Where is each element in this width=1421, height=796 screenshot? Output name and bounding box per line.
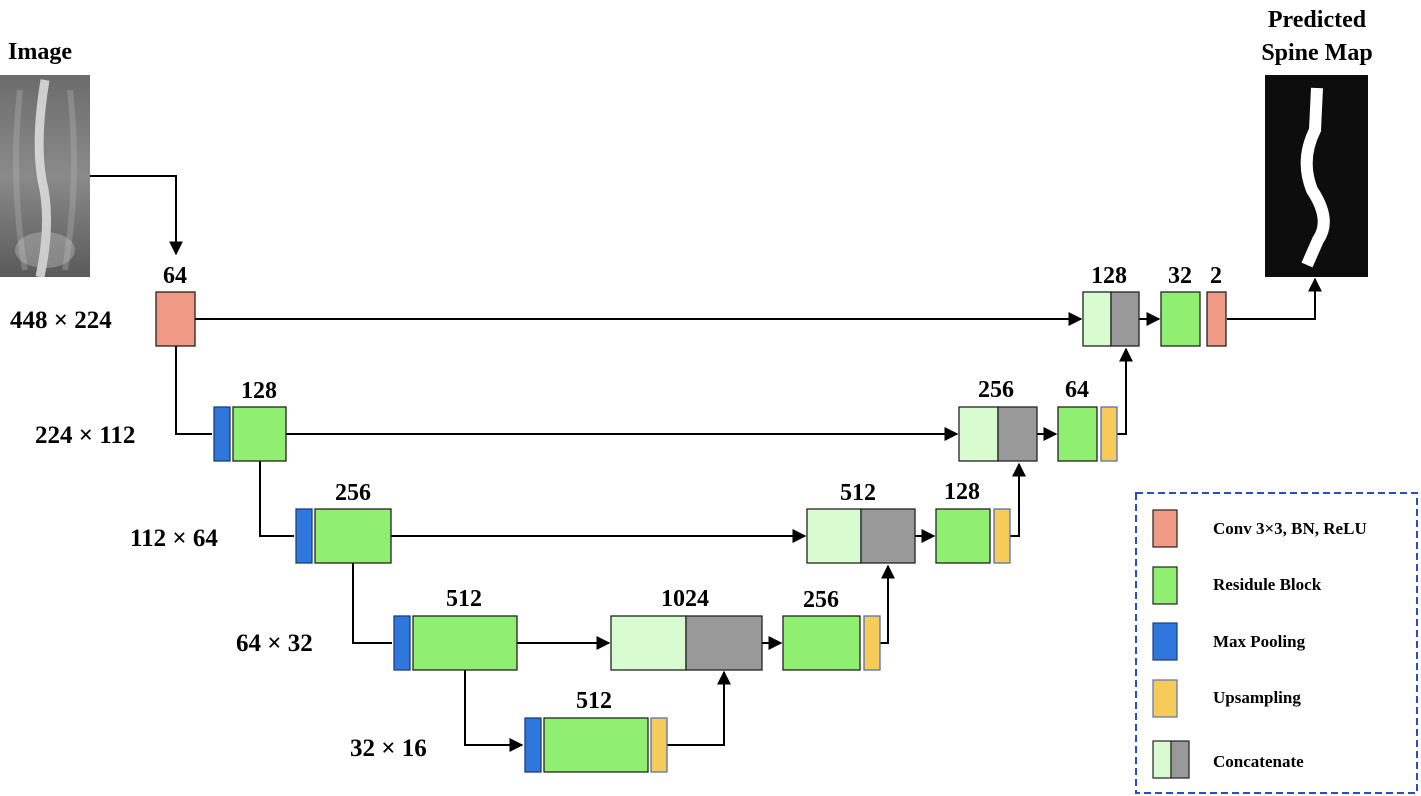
channel-label-cat1: 256 [978,377,1014,403]
legend-label-residual: Residule Block [1213,575,1322,594]
maxpool-block-3 [393,615,411,671]
concat-dark-128 [1110,291,1140,347]
output-title-line2: Spine Map [1261,40,1372,66]
concat-dark-1024 [685,615,763,671]
concat-dark-512 [860,508,916,564]
channel-label-cat3: 1024 [661,586,709,612]
legend-label-conv: Conv 3×3, BN, ReLU [1213,519,1367,538]
maxpool-block-4 [524,717,542,773]
predicted-spine-map-image [1265,75,1368,277]
residual-block-64-decoder [1057,406,1098,462]
channel-label-cat0: 128 [1091,263,1127,289]
resolution-label-1: 224 × 112 [35,422,135,449]
upsample-block-bottleneck [650,717,668,773]
resolution-label-0: 448 × 224 [10,307,112,334]
residual-block-128 [232,406,287,462]
maxpool-block-1 [213,406,231,462]
channel-label-enc1: 128 [241,378,277,404]
legend-swatch-upsample [1152,679,1178,718]
upsample-block-1 [1100,406,1118,462]
channel-label-dec1: 64 [1065,377,1089,403]
channel-label-bottleneck: 512 [576,688,612,714]
legend-label-upsample: Upsampling [1213,688,1301,707]
resolution-label-2: 112 × 64 [130,525,218,552]
channel-label-cat2: 512 [840,480,876,506]
legend-label-maxpool: Max Pooling [1213,632,1306,651]
channel-label-dec3: 256 [803,587,839,613]
connections [90,175,1322,752]
output-title-line1: Predicted [1268,7,1367,33]
legend-swatch-concat-light [1152,740,1172,779]
channel-label-dec0: 32 [1168,263,1192,289]
residual-block-512-encoder [412,615,518,671]
concat-light-256 [958,406,999,462]
legend-swatch-residual [1152,566,1178,605]
residual-block-256-decoder [782,615,861,671]
legend-border [1135,492,1418,794]
upsample-block-2 [993,508,1011,564]
legend-label-concat: Concatenate [1213,752,1304,771]
legend-swatch-concat-dark [1170,740,1190,779]
conv-block-output-2 [1206,291,1227,347]
residual-block-256 [314,508,392,564]
legend-swatch-maxpool [1152,622,1178,661]
concat-light-512 [806,508,862,564]
channel-label-enc2: 256 [335,480,371,506]
resolution-label-3: 64 × 32 [236,630,313,657]
input-title: Image [8,39,72,65]
concat-dark-256 [997,406,1038,462]
maxpool-block-2 [295,508,313,564]
channel-label-dec2: 128 [944,479,980,505]
channel-label-out: 2 [1210,263,1222,289]
upsample-block-3 [863,615,881,671]
channel-label-enc0: 64 [163,263,187,289]
concat-light-128 [1082,291,1112,347]
concat-light-1024 [610,615,687,671]
residual-block-512-bottleneck [543,717,649,773]
channel-label-enc3: 512 [446,586,482,612]
residual-block-128-decoder [935,508,991,564]
legend: Conv 3×3, BN, ReLU Residule Block Max Po… [1135,492,1418,794]
residual-block-32-decoder [1160,291,1201,347]
legend-swatch-conv [1152,509,1178,548]
resolution-label-4: 32 × 16 [350,735,427,762]
conv-block-64 [155,291,196,347]
input-xray-image [0,75,90,278]
